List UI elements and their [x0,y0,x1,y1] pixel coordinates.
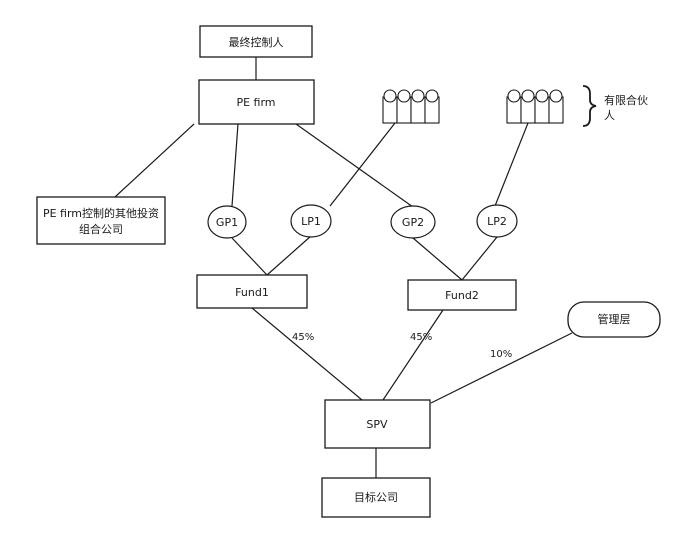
line-lp-group1-to-lp1 [329,122,396,207]
lp2-node: LP2 [476,204,518,238]
line-gp1-to-fund1 [231,237,268,276]
gp2-node: GP2 [390,205,436,239]
line-gp2-to-fund2 [412,237,463,281]
brace-icon [582,85,597,127]
lp1-node: LP1 [290,204,332,238]
line-pefirm-to-other-portfolio [114,123,195,198]
person-icon [506,89,522,124]
person-icon [548,89,564,124]
limited-partners-group-2 [506,89,564,124]
line-fund2-to-spv [382,309,444,401]
gp2-label: GP2 [402,216,424,229]
fund1-box: Fund1 [196,274,308,309]
person-icon [520,89,536,124]
target-company-label: 目标公司 [354,490,398,504]
limited-partners-label-line1: 有限合伙 [604,93,648,107]
fund2-label: Fund2 [445,289,479,302]
line-management-to-spv [430,332,573,404]
line-lp2-to-fund2 [461,236,498,281]
line-fund1-to-spv [251,307,363,401]
person-icon [534,89,550,124]
gp1-node: GP1 [207,205,247,239]
line-lp-group2-to-lp2 [494,122,529,207]
spv-label: SPV [366,418,388,431]
limited-partners-label-line2: 人 [604,109,615,122]
management-label: 管理层 [598,312,631,326]
other-portfolio-label-line1: PE firm控制的其他投资 [43,206,159,220]
line-pefirm-to-gp1 [231,123,239,207]
person-icon [396,89,412,124]
ultimate-controller-label: 最终控制人 [229,35,284,49]
gp1-label: GP1 [216,216,238,229]
line-pefirm-to-gp2 [295,123,414,208]
person-icon [382,89,398,124]
fund2-stake-label: 45% [410,332,432,343]
spv-box: SPV [324,399,431,449]
lp1-label: LP1 [301,215,321,228]
limited-partners-group-1 [382,89,440,124]
pe-firm-label: PE firm [236,96,275,109]
other-portfolio-label-line2: 组合公司 [79,222,123,236]
target-company-box: 目标公司 [321,477,431,518]
line-lp1-to-fund1 [266,235,312,276]
person-icon [424,89,440,124]
ultimate-controller-box: 最终控制人 [199,25,313,58]
pe-firm-box: PE firm [198,79,315,125]
fund1-label: Fund1 [235,286,269,299]
lp2-label: LP2 [487,215,507,228]
management-stake-label: 10% [490,349,512,360]
fund2-box: Fund2 [407,279,517,311]
fund1-stake-label: 45% [292,332,314,343]
other-portfolio-companies-box: PE firm控制的其他投资 组合公司 [36,196,166,245]
management-box: 管理层 [567,301,661,338]
person-icon [410,89,426,124]
